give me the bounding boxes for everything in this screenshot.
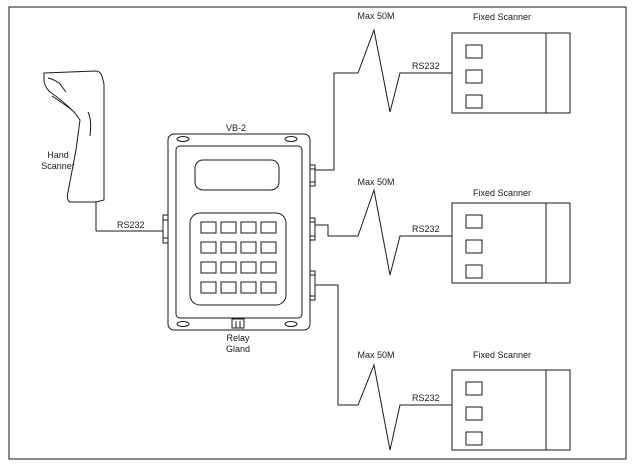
keypad-key [220,241,237,254]
keypad-key [240,281,257,294]
fixed-scanner-link: Max 50M RS232 Fixed Scanner [315,177,571,284]
left-port-connector [162,214,169,244]
fixed-scanner-icon [451,369,571,451]
fixed-scanner-label: Fixed Scanner [473,12,531,22]
controller-title: VB-2 [226,123,246,133]
keypad-key [220,221,237,234]
max-length-label: Max 50M [357,177,394,187]
relay-gland-label-line2: Gland [226,344,250,354]
keypad-key [220,281,237,294]
mount-slot [176,321,190,327]
relay-gland-label-line1: Relay [226,333,250,343]
scanner-window [465,69,483,84]
max-length-label: Max 50M [357,11,394,21]
keypad-key [200,221,217,234]
rs232-label: RS232 [412,393,440,403]
keypad-key [220,261,237,274]
keypad-key [260,241,277,254]
mount-slot [284,321,298,327]
rs232-label: RS232 [412,224,440,234]
fixed-scanner-label: Fixed Scanner [473,188,531,198]
keypad-key [240,221,257,234]
mount-slot [284,136,298,142]
scanner-window [465,214,483,229]
hand-scanner-label-line2: Scanner [41,161,75,171]
right-port-connector [309,164,316,187]
fixed-scanner-icon [451,32,571,114]
keypad [189,212,287,306]
scanner-window [465,239,483,254]
keypad-key [260,221,277,234]
fixed-scanner-label: Fixed Scanner [473,350,531,360]
scanner-window [465,44,483,59]
hand-scanner-icon [43,70,105,203]
keypad-key [240,241,257,254]
controller-vb2: VB-2 Relay Gland [162,123,316,354]
scanner-window [465,381,483,396]
diagram-frame [8,6,627,460]
keypad-key [260,281,277,294]
rs232-label: RS232 [412,61,440,71]
fixed-scanner-link: Max 50M RS232 Fixed Scanner [315,284,571,451]
display-window [194,159,280,191]
scanner-window [465,406,483,421]
max-length-label: Max 50M [357,350,394,360]
right-port-connector [309,217,316,241]
keypad-key [200,261,217,274]
hand-scanner-rs232-label: RS232 [117,220,145,230]
keypad-key [260,261,277,274]
scanner-window [465,94,483,109]
hand-scanner: Hand Scanner RS232 [41,70,163,232]
scanner-window [465,431,483,446]
relay-gland-icon [231,318,245,329]
mount-slot [176,136,190,142]
fixed-scanner-icon [451,202,571,284]
scanner-window [465,264,483,279]
keypad-key [240,261,257,274]
hand-scanner-label-line1: Hand [47,150,69,160]
controller-enclosure [167,133,311,331]
keypad-key [200,281,217,294]
keypad-key [200,241,217,254]
fixed-scanner-link: Max 50M RS232 Fixed Scanner [315,11,571,171]
